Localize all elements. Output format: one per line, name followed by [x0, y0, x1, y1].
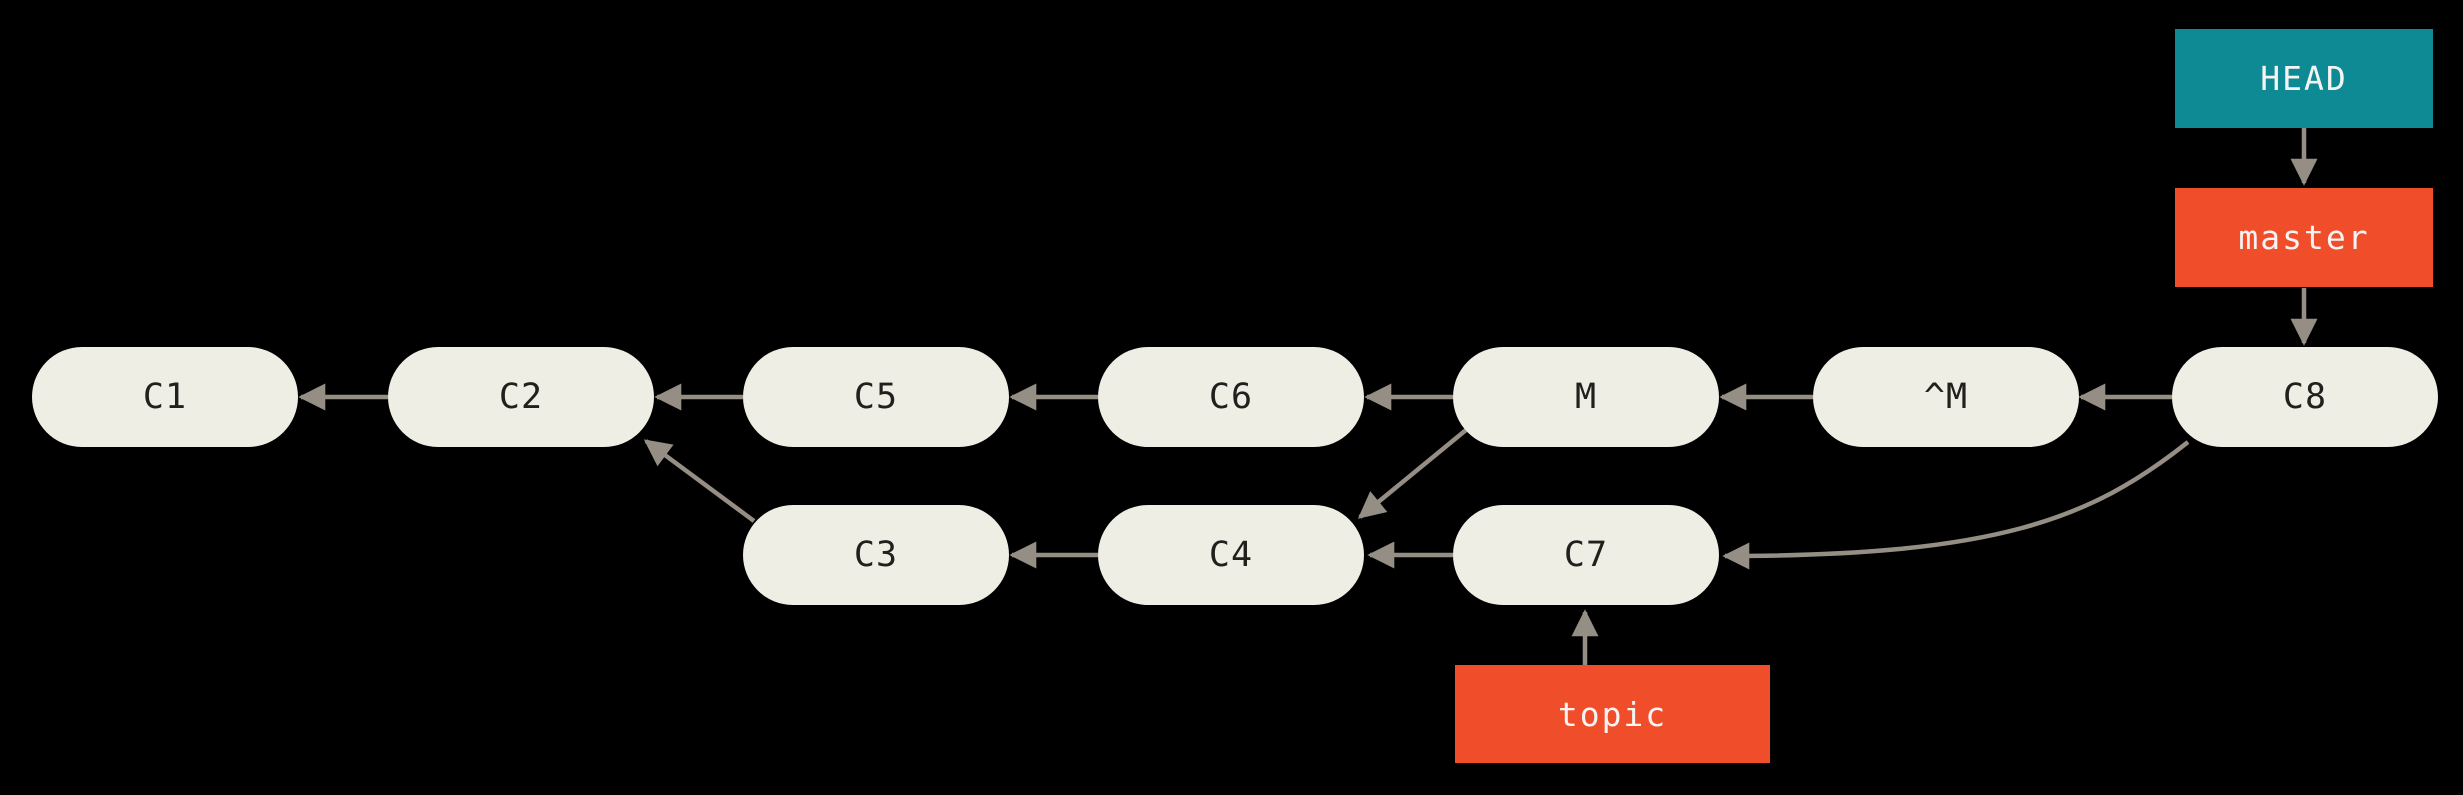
ref-box-head: HEAD [2175, 29, 2433, 128]
commit-node-c2: C2 [388, 347, 654, 447]
edge-m-c4 [1357, 428, 1468, 519]
commit-node-c6: C6 [1098, 347, 1364, 447]
ref-label-master: master [2238, 218, 2370, 257]
commit-label-c4: C4 [1208, 535, 1254, 575]
ref-box-master: master [2175, 188, 2433, 287]
commit-node-revert-m: ^M [1813, 347, 2079, 447]
commit-label-m: M [1574, 377, 1598, 417]
ref-box-topic: topic [1455, 665, 1770, 763]
commit-node-c3: C3 [743, 505, 1009, 605]
commit-node-m: M [1453, 347, 1719, 447]
edge-c8-c7 [1722, 440, 2190, 570]
commit-label-c7: C7 [1563, 535, 1609, 575]
commit-label-c5: C5 [853, 377, 899, 417]
commit-label-revert-m: ^M [1923, 377, 1969, 417]
commit-node-c7: C7 [1453, 505, 1719, 605]
ref-label-topic: topic [1557, 694, 1668, 734]
commit-node-c8: C8 [2172, 347, 2438, 447]
commit-label-c6: C6 [1208, 377, 1254, 417]
commit-label-c2: C2 [498, 377, 544, 417]
edge-c3-c2 [643, 439, 756, 523]
commit-node-c1: C1 [32, 347, 298, 447]
commit-label-c3: C3 [853, 535, 899, 575]
commit-label-c8: C8 [2282, 377, 2328, 417]
ref-label-head: HEAD [2260, 59, 2348, 98]
commit-node-c5: C5 [743, 347, 1009, 447]
commit-label-c1: C1 [142, 377, 188, 417]
commit-node-c4: C4 [1098, 505, 1364, 605]
